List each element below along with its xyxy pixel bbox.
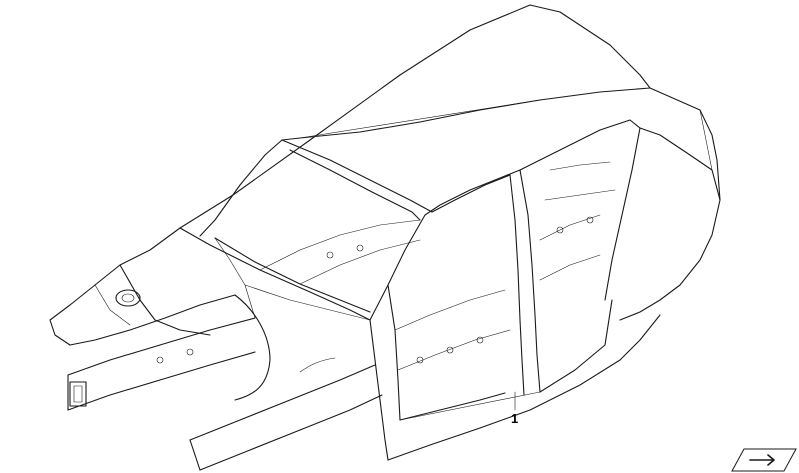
- car-body-shell-icon: [49, 4, 721, 471]
- callout-label-1: 1: [511, 411, 519, 426]
- next-arrow-icon[interactable]: [730, 447, 798, 473]
